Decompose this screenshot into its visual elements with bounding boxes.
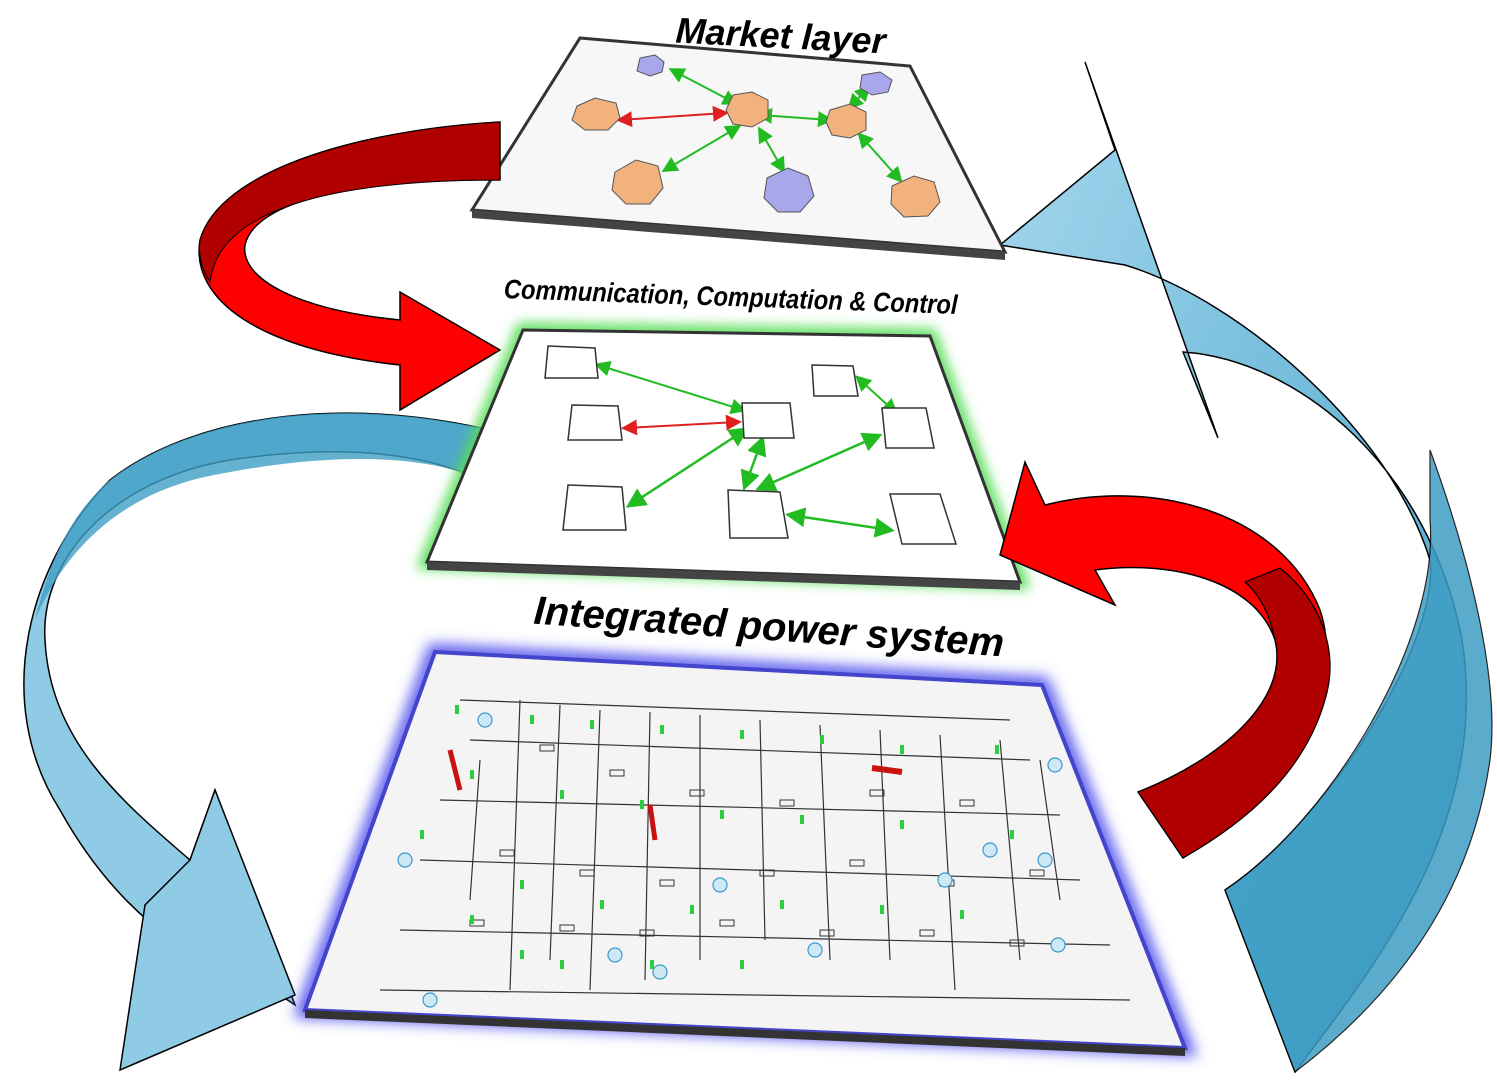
power-grid-schematic — [379, 699, 1131, 1008]
control-node-box — [811, 364, 859, 397]
market-agent-node — [571, 97, 621, 131]
power-system-plate — [293, 643, 1197, 1057]
market-agent-node — [859, 71, 893, 96]
market-agent-node — [725, 91, 769, 128]
market-agent-node — [763, 167, 815, 213]
left-blue-cycle-arrow — [23, 412, 512, 1072]
market-agent-node — [611, 159, 664, 205]
power-to-control-red-arrow — [999, 459, 1331, 860]
market-agent-node — [636, 54, 665, 77]
right-blue-cycle-arrow — [998, 61, 1493, 1074]
control-node-box — [741, 402, 795, 439]
control-node-box — [889, 493, 958, 545]
communication-layer-title: Communication, Computation & Control — [503, 275, 959, 321]
market-layer-plate — [469, 36, 1008, 260]
communication-layer-plate — [416, 322, 1031, 590]
control-node-box — [562, 484, 627, 531]
market-agent-node — [825, 103, 867, 139]
control-node-box — [727, 489, 789, 539]
market-to-control-red-arrow — [198, 121, 502, 412]
control-node-box — [881, 407, 935, 449]
market-agent-node — [890, 175, 941, 218]
control-node-box — [567, 404, 623, 441]
control-node-box — [544, 345, 599, 379]
